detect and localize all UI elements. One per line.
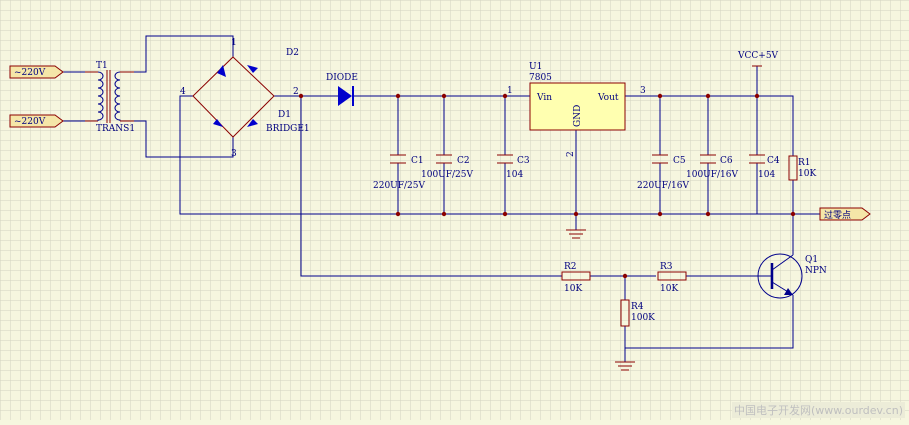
capacitor-value: 220UF/25V	[373, 181, 425, 191]
resistor-r4: R4 100K	[620, 299, 655, 327]
capacitor-ref: C5	[673, 156, 686, 166]
regulator-u1: U1 7805 Vin Vout GND 1 2 3	[507, 62, 646, 157]
resistor-ref: R3	[660, 262, 673, 272]
junction-dot	[441, 211, 447, 217]
transformer-t1: T1 TRANS1	[85, 61, 135, 134]
bridge-pin-2: 2	[293, 87, 299, 97]
port-label: 过零点	[824, 209, 851, 221]
transistor-ref: Q1	[805, 255, 818, 265]
resistor-r1: R1 10K	[788, 155, 816, 181]
junction-dot	[705, 93, 711, 99]
junction-dot	[298, 93, 304, 99]
capacitor-ref: C4	[767, 156, 780, 166]
bridge-pin-1: 1	[231, 38, 237, 48]
capacitor-value: 220UF/16V	[637, 181, 689, 191]
resistor-r2: R2 10K	[561, 262, 591, 294]
resistor-ref: R1	[798, 158, 811, 168]
regulator-gnd-label: GND	[573, 105, 583, 127]
capacitor-value: 104	[506, 170, 523, 180]
ground-symbol	[566, 229, 586, 239]
watermark: 中国电子开发网(www.ourdev.cn)	[731, 402, 905, 418]
capacitor-ref: C6	[720, 156, 733, 166]
regulator-pin-3: 3	[640, 86, 646, 96]
port-zero-cross: 过零点	[819, 207, 871, 221]
junction-dot	[622, 273, 628, 279]
resistor-ref: R4	[631, 302, 644, 312]
bridge-value: BRIDGE1	[266, 124, 310, 134]
resistor-value: 10K	[798, 169, 816, 179]
junction-dot	[657, 211, 663, 217]
vcc-power-port: VCC+5V	[737, 51, 779, 67]
port-label: ~220V	[14, 68, 46, 78]
capacitor-c3: C3 104	[497, 154, 530, 180]
bridge-rectifier-d1: 1 2 3 4 D1 BRIDGE1	[180, 38, 310, 159]
capacitor-ref: C2	[457, 156, 470, 166]
capacitor-c4: C4 104	[749, 154, 780, 180]
capacitor-c5: C5 220UF/16V	[637, 154, 689, 191]
port-ac-in-1: ~220V	[9, 65, 64, 79]
junction-dot	[754, 93, 760, 99]
diode-d2: D2 DIODE	[286, 48, 358, 106]
regulator-vin-label: Vin	[536, 93, 552, 103]
capacitor-c2: C2 100UF/25V	[421, 154, 473, 180]
bridge-ref: D1	[278, 110, 291, 120]
regulator-vout-label: Vout	[597, 93, 619, 103]
regulator-ref: U1	[529, 62, 542, 72]
junction-dot	[502, 211, 508, 217]
capacitor-ref: C1	[411, 156, 424, 166]
junctions	[298, 93, 796, 279]
junction-dot	[502, 93, 508, 99]
capacitor-value: 100UF/25V	[421, 170, 473, 180]
port-label: ~220V	[14, 117, 46, 127]
vcc-label: VCC+5V	[737, 51, 779, 61]
regulator-pin-1: 1	[507, 86, 513, 96]
port-ac-in-2: ~220V	[9, 114, 64, 128]
transformer-ref: T1	[96, 61, 108, 71]
bridge-pin-3: 3	[231, 149, 237, 159]
capacitor-ref: C3	[517, 156, 530, 166]
resistor-value: 10K	[660, 284, 678, 294]
resistor-value: 100K	[631, 313, 655, 323]
junction-dot	[657, 93, 663, 99]
regulator-value: 7805	[529, 73, 552, 83]
junction-dot	[705, 211, 711, 217]
regulator-pin-2: 2	[566, 151, 576, 157]
transformer-value: TRANS1	[96, 124, 135, 134]
junction-dot	[573, 211, 579, 217]
capacitor-value: 100UF/16V	[686, 170, 738, 180]
junction-dot	[395, 211, 401, 217]
bridge-pin-4: 4	[180, 87, 186, 97]
resistor-ref: R2	[564, 262, 577, 272]
transistor-q1: Q1 NPN	[757, 250, 827, 299]
ground-symbol	[615, 361, 635, 371]
transistor-value: NPN	[805, 266, 827, 276]
resistor-value: 10K	[564, 284, 582, 294]
junction-dot	[441, 93, 447, 99]
resistor-r3: R3 10K	[657, 262, 687, 294]
capacitor-value: 104	[758, 170, 775, 180]
junction-dot	[790, 211, 796, 217]
junction-dot	[395, 93, 401, 99]
capacitor-c6: C6 100UF/16V	[686, 154, 738, 180]
diode-ref: D2	[286, 48, 299, 58]
diode-value: DIODE	[326, 73, 358, 83]
capacitor-c1: C1 220UF/25V	[373, 154, 425, 191]
